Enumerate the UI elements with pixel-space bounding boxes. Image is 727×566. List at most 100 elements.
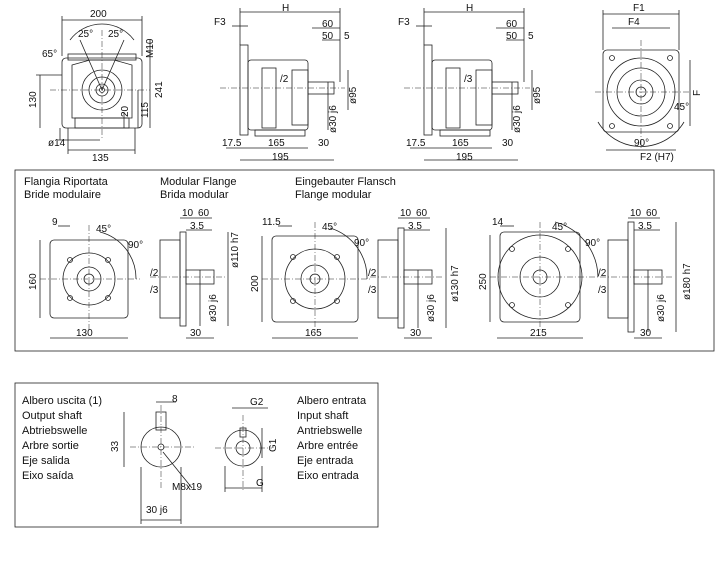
dim-angle-left: 65° [42, 49, 57, 60]
dim-h-b: H [466, 3, 473, 14]
s2-d115: 11.5 [262, 217, 281, 228]
input-shaft-pt: Eixo entrada [297, 470, 359, 482]
dim-d30-b: ø30 j6 [512, 105, 523, 133]
dim-angle-b: 25° [108, 29, 123, 40]
s1-d60: 60 [198, 208, 210, 219]
s2-d10: 10 [400, 208, 412, 219]
dim-base: 135 [92, 153, 109, 164]
dim-50-b: 50 [506, 31, 518, 42]
s1-m2: /2 [150, 268, 159, 279]
side-view-2 [220, 8, 349, 161]
mid-title3-de: Eingebauter Flansch [295, 176, 396, 188]
input-shaft-fr: Arbre entrée [297, 440, 359, 452]
dim-a90: 90° [634, 138, 649, 149]
dim-h115: 115 [140, 102, 151, 118]
s1-d30: ø30 j6 [208, 294, 219, 322]
dim-195: 195 [272, 152, 289, 163]
flange-set-2 [261, 217, 447, 339]
s2-a90: 90° [354, 238, 369, 249]
flange-set-1 [39, 217, 229, 339]
flange-view [595, 10, 691, 151]
dim-d95: ø95 [348, 86, 359, 104]
dim-h20: 20 [120, 105, 131, 117]
dim-17-5: 17.5 [222, 138, 242, 149]
input-shaft-en: Input shaft [297, 410, 349, 422]
s1-a45: 45° [96, 224, 111, 235]
mark-3: /3 [464, 74, 473, 85]
mid-title2-en: Modular Flange [160, 176, 237, 188]
dim-165-b: 165 [452, 138, 469, 149]
s2-d60: 60 [416, 208, 428, 219]
s2-d30b: 30 [410, 328, 422, 339]
dim-bore: ø14 [48, 138, 66, 149]
dim-h: H [282, 3, 289, 14]
mark-2: /2 [280, 74, 289, 85]
s2-a45: 45° [322, 222, 337, 233]
side-view-3 [404, 8, 533, 161]
dim-195-b: 195 [456, 152, 473, 163]
output-shaft-drawing [123, 401, 195, 524]
output-shaft-es: Eje salida [22, 455, 70, 467]
dim-17-5-b: 17.5 [406, 138, 426, 149]
s3-d14: 14 [492, 217, 504, 228]
dim-60-b: 60 [506, 19, 518, 30]
s1-d9: 9 [52, 217, 58, 228]
input-shaft-it: Albero entrata [297, 395, 367, 407]
mid-title3-pt: Flange modular [295, 189, 372, 201]
s3-d10: 10 [630, 208, 642, 219]
s3-d30: ø30 j6 [656, 294, 667, 322]
dim-f: F [692, 90, 703, 96]
shaft-d33: 33 [110, 440, 121, 452]
dim-h130: 130 [28, 91, 39, 108]
input-shaft-de: Antriebswelle [297, 425, 363, 437]
s1-d110: ø110 h7 [230, 232, 241, 268]
shaft-m8: M8x19 [172, 482, 202, 493]
s2-m3: /3 [368, 285, 377, 296]
shaft-g1: G1 [268, 438, 279, 452]
s3-h250: 250 [478, 273, 489, 290]
dim-50: 50 [322, 31, 334, 42]
output-shaft-it: Albero uscita (1) [22, 395, 103, 407]
dim-h241: 241 [154, 81, 165, 98]
s3-w215: 215 [530, 328, 547, 339]
s2-d35: 3.5 [408, 221, 422, 232]
shaft-g: G [256, 478, 264, 489]
input-shaft-es: Eje entrada [297, 455, 354, 467]
shaft-g2: G2 [250, 397, 264, 408]
output-shaft-pt: Eixo saída [22, 470, 74, 482]
dim-d95-b: ø95 [532, 86, 543, 104]
top-dimension-labels: 200 65° 25° 25° M10 130 241 115 20 ø14 1… [28, 3, 703, 164]
s3-a45: 45° [552, 222, 567, 233]
dim-angle-a: 25° [78, 29, 93, 40]
shaft-section-frame [14, 382, 379, 528]
front-view [36, 16, 151, 154]
input-shaft-drawing [215, 407, 272, 492]
mid-title-it: Flangia Riportata [24, 176, 108, 188]
dim-f3-b: F3 [398, 17, 410, 28]
s3-a90: 90° [585, 238, 600, 249]
s3-d180: ø180 h7 [682, 263, 693, 300]
shaft-d8: 8 [172, 394, 178, 405]
middle-dimension-labels: 9 45° 90° 160 130 /2 /3 10 60 3.5 ø110 h… [28, 208, 693, 339]
s3-m3: /3 [598, 285, 607, 296]
s1-d10: 10 [182, 208, 194, 219]
dim-thread: M10 [145, 38, 156, 58]
dim-5-b: 5 [528, 31, 534, 42]
s1-a90: 90° [128, 240, 143, 251]
s3-m2: /2 [598, 268, 607, 279]
s2-h200: 200 [250, 275, 261, 292]
dim-30-b: 30 [502, 138, 514, 149]
dim-f2: F2 (H7) [640, 152, 674, 163]
bottom-dimension-labels: 8 33 M8x19 30 j6 G2 G1 G [110, 394, 279, 516]
s1-d35: 3.5 [190, 221, 204, 232]
s1-w130: 130 [76, 328, 93, 339]
s3-d30b: 30 [640, 328, 652, 339]
s2-w165: 165 [305, 328, 322, 339]
dim-5: 5 [344, 31, 350, 42]
output-shaft-de: Abtriebswelle [22, 425, 88, 437]
dim-f3: F3 [214, 17, 226, 28]
dim-165: 165 [268, 138, 285, 149]
flange-section-frame [14, 169, 715, 352]
